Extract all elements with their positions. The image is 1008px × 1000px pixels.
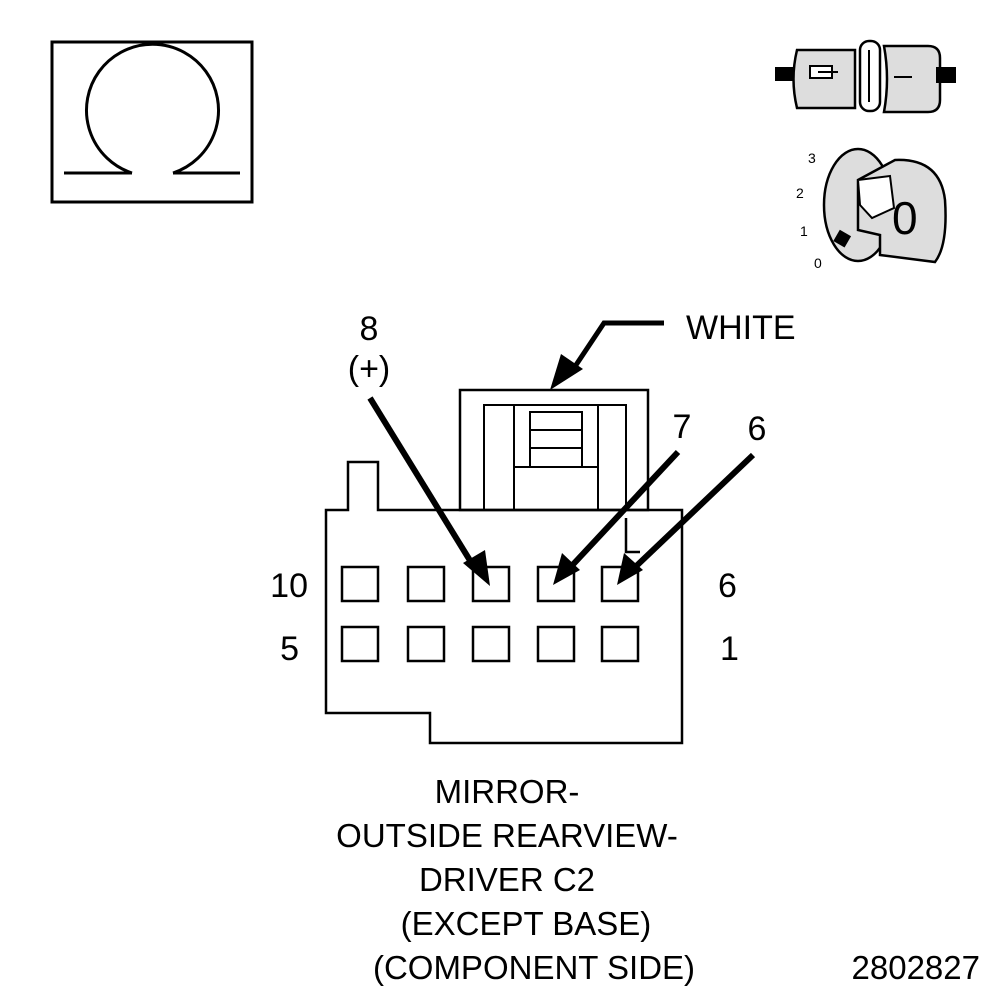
key-position-digit: 0 xyxy=(892,192,918,244)
pin-callout-6-number: 6 xyxy=(748,410,767,448)
cavity-2 xyxy=(536,625,576,663)
pin-callout-8: 8 (+) xyxy=(348,310,490,586)
caption-line-4: (EXCEPT BASE) xyxy=(401,905,652,942)
caption-line-2: OUTSIDE REARVIEW- xyxy=(336,817,678,854)
cavity-9 xyxy=(406,565,446,603)
pin-callout-6: 6 xyxy=(617,410,766,585)
pin-callout-7-number: 7 xyxy=(673,408,692,446)
caption-line-1: MIRROR- xyxy=(435,773,580,810)
row-label-bottom-right: 1 xyxy=(720,630,739,668)
caption-line-3: DRIVER C2 xyxy=(419,861,595,898)
ignition-pos-2: 2 xyxy=(796,185,804,201)
ignition-pos-3: 3 xyxy=(808,150,816,166)
connector-caption: MIRROR- OUTSIDE REARVIEW- DRIVER C2 (EXC… xyxy=(336,773,695,986)
row-label-top-right: 6 xyxy=(718,567,737,605)
ignition-pos-1: 1 xyxy=(800,223,808,239)
cavity-5 xyxy=(340,625,380,663)
connector-disconnected-icon xyxy=(775,39,956,114)
pin-callout-8-polarity: (+) xyxy=(348,350,391,388)
cavity-3 xyxy=(471,625,511,663)
connector-housing xyxy=(324,388,684,745)
ignition-pos-0: 0 xyxy=(814,255,822,271)
cavity-1 xyxy=(600,625,640,663)
row-label-bottom-left: 5 xyxy=(280,630,299,668)
caption-line-5: (COMPONENT SIDE) xyxy=(373,949,695,986)
cavity-4 xyxy=(406,625,446,663)
cavity-10 xyxy=(340,565,380,603)
pin-callout-8-number: 8 xyxy=(360,310,379,348)
housing-color-callout: WHITE xyxy=(550,309,796,390)
housing-color-label: WHITE xyxy=(686,309,796,347)
row-label-top-left: 10 xyxy=(270,567,308,605)
cavity-grid xyxy=(340,565,640,663)
pin-callout-7: 7 xyxy=(553,408,691,585)
ignition-key-icon: 3 2 1 0 0 xyxy=(796,147,947,271)
ohm-symbol-icon xyxy=(50,40,254,204)
figure-number: 2802827 xyxy=(852,949,980,986)
